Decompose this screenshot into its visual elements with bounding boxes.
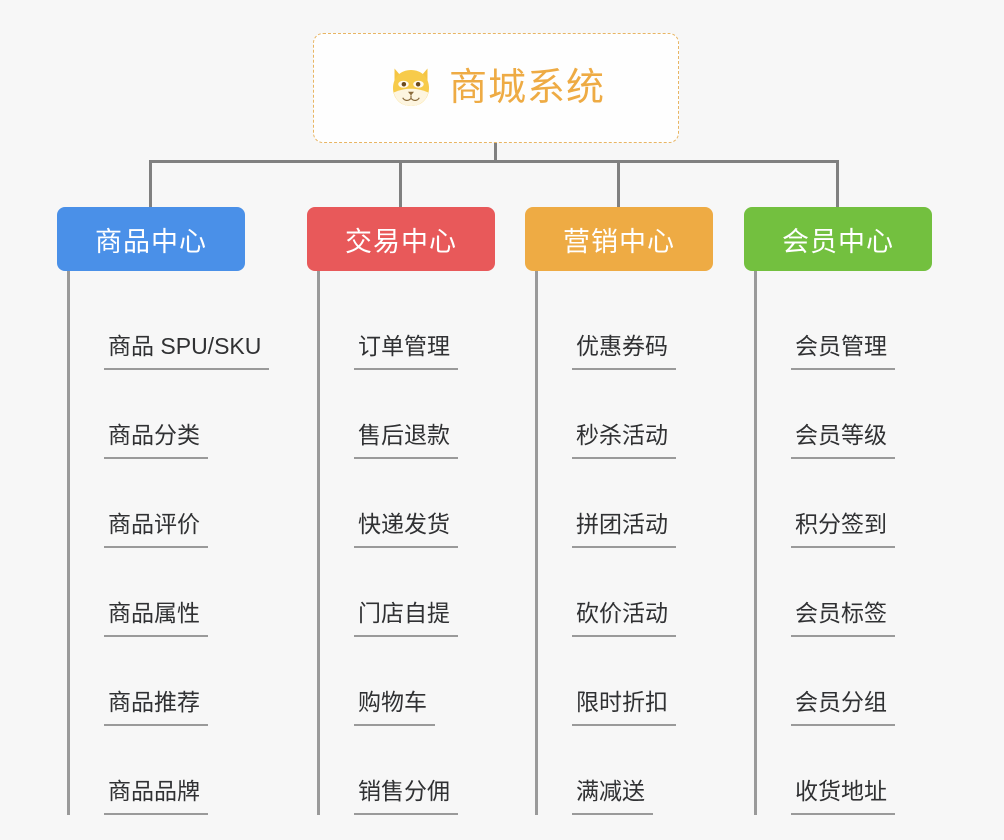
leaf-label: 会员管理 bbox=[791, 333, 895, 370]
leaf-item[interactable]: 会员分组 bbox=[757, 637, 932, 726]
branch-spine-3: 优惠券码 秒杀活动 拼团活动 砍价活动 限时折扣 满减送 bbox=[535, 271, 713, 815]
leaf-label: 满减送 bbox=[572, 778, 653, 815]
leaf-label: 砍价活动 bbox=[572, 600, 676, 637]
connector-drop-3 bbox=[617, 160, 620, 207]
branch-column-4: 会员中心 会员管理 会员等级 积分签到 会员标签 会员分组 收货地址 bbox=[744, 207, 932, 815]
branch-column-1: 商品中心 商品 SPU/SKU 商品分类 商品评价 商品属性 商品推荐 商品品牌 bbox=[57, 207, 270, 815]
leaf-label: 销售分佣 bbox=[354, 778, 458, 815]
leaf-label: 收货地址 bbox=[791, 778, 895, 815]
leaf-label: 会员标签 bbox=[791, 600, 895, 637]
leaf-item[interactable]: 积分签到 bbox=[757, 459, 932, 548]
branch-header-1[interactable]: 商品中心 bbox=[57, 207, 245, 271]
leaf-label: 商品 SPU/SKU bbox=[104, 333, 270, 370]
leaf-item[interactable]: 快递发货 bbox=[320, 459, 495, 548]
leaf-label: 拼团活动 bbox=[572, 511, 676, 548]
leaf-item[interactable]: 售后退款 bbox=[320, 370, 495, 459]
leaf-item[interactable]: 秒杀活动 bbox=[538, 370, 713, 459]
dog-face-icon bbox=[392, 68, 429, 106]
leaf-item[interactable]: 会员标签 bbox=[757, 548, 932, 637]
leaf-label: 秒杀活动 bbox=[572, 422, 676, 459]
leaf-item[interactable]: 商品分类 bbox=[70, 370, 245, 459]
leaf-item[interactable]: 砍价活动 bbox=[538, 548, 713, 637]
leaf-label: 会员等级 bbox=[791, 422, 895, 459]
branch-column-3: 营销中心 优惠券码 秒杀活动 拼团活动 砍价活动 限时折扣 满减送 bbox=[525, 207, 713, 815]
leaf-item[interactable]: 优惠券码 bbox=[538, 281, 713, 370]
branch-header-2[interactable]: 交易中心 bbox=[307, 207, 495, 271]
leaf-label: 积分签到 bbox=[791, 511, 895, 548]
leaf-item[interactable]: 商品推荐 bbox=[70, 637, 245, 726]
leaf-item[interactable]: 限时折扣 bbox=[538, 637, 713, 726]
leaf-item[interactable]: 购物车 bbox=[320, 637, 495, 726]
leaf-label: 优惠券码 bbox=[572, 333, 676, 370]
connector-root-vertical bbox=[494, 143, 497, 162]
connector-drop-1 bbox=[149, 160, 152, 207]
branch-header-label: 会员中心 bbox=[782, 226, 894, 257]
leaf-label: 限时折扣 bbox=[572, 689, 676, 726]
branch-spine-4: 会员管理 会员等级 积分签到 会员标签 会员分组 收货地址 bbox=[754, 271, 932, 815]
leaf-item[interactable]: 收货地址 bbox=[757, 726, 932, 815]
root-title: 商城系统 bbox=[448, 67, 605, 109]
leaf-label: 订单管理 bbox=[354, 333, 458, 370]
leaf-label: 商品属性 bbox=[104, 600, 208, 637]
branch-column-2: 交易中心 订单管理 售后退款 快递发货 门店自提 购物车 销售分佣 bbox=[307, 207, 495, 815]
leaf-label: 商品推荐 bbox=[104, 689, 208, 726]
branch-header-label: 商品中心 bbox=[95, 226, 207, 257]
leaf-item[interactable]: 商品评价 bbox=[70, 459, 245, 548]
connector-horizontal-bus bbox=[149, 160, 839, 163]
leaf-item[interactable]: 拼团活动 bbox=[538, 459, 713, 548]
branch-spine-1: 商品 SPU/SKU 商品分类 商品评价 商品属性 商品推荐 商品品牌 bbox=[67, 271, 270, 815]
leaf-label: 售后退款 bbox=[354, 422, 458, 459]
branch-header-label: 营销中心 bbox=[563, 226, 675, 257]
leaf-label: 快递发货 bbox=[354, 511, 458, 548]
branch-spine-2: 订单管理 售后退款 快递发货 门店自提 购物车 销售分佣 bbox=[317, 271, 495, 815]
branch-header-4[interactable]: 会员中心 bbox=[744, 207, 932, 271]
leaf-label: 购物车 bbox=[354, 689, 435, 726]
branch-header-3[interactable]: 营销中心 bbox=[525, 207, 713, 271]
leaf-item[interactable]: 满减送 bbox=[538, 726, 713, 815]
leaf-item[interactable]: 商品品牌 bbox=[70, 726, 245, 815]
leaf-label: 会员分组 bbox=[791, 689, 895, 726]
connector-drop-4 bbox=[836, 160, 839, 207]
leaf-item[interactable]: 销售分佣 bbox=[320, 726, 495, 815]
connector-drop-2 bbox=[399, 160, 402, 207]
leaf-item[interactable]: 商品 SPU/SKU bbox=[70, 281, 270, 370]
leaf-item[interactable]: 商品属性 bbox=[70, 548, 245, 637]
leaf-item[interactable]: 订单管理 bbox=[320, 281, 495, 370]
leaf-label: 商品品牌 bbox=[104, 778, 208, 815]
root-node[interactable]: 商城系统 bbox=[313, 33, 679, 143]
branch-header-label: 交易中心 bbox=[345, 226, 457, 257]
leaf-item[interactable]: 门店自提 bbox=[320, 548, 495, 637]
leaf-label: 门店自提 bbox=[354, 600, 458, 637]
leaf-label: 商品分类 bbox=[104, 422, 208, 459]
leaf-label: 商品评价 bbox=[104, 511, 208, 548]
leaf-item[interactable]: 会员等级 bbox=[757, 370, 932, 459]
leaf-item[interactable]: 会员管理 bbox=[757, 281, 932, 370]
